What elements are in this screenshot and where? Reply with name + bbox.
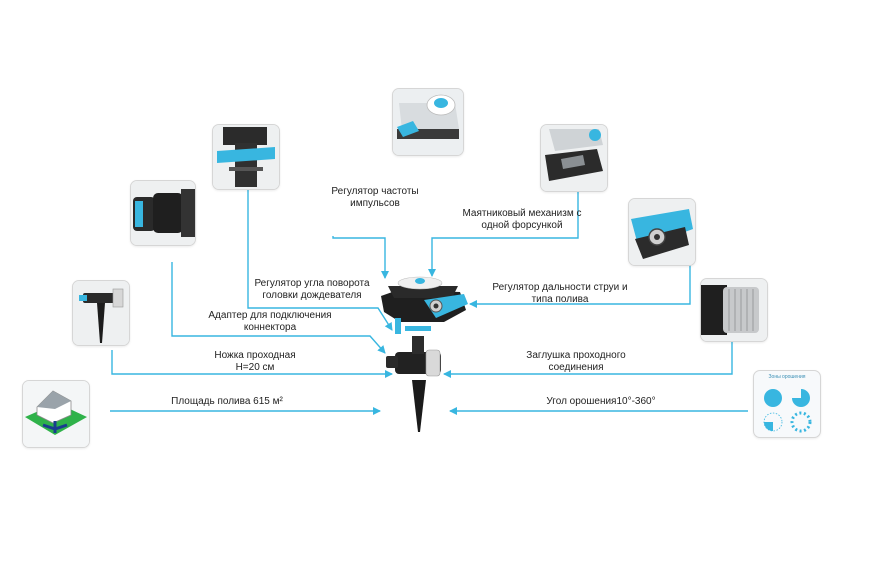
spike-stand-closeup-icon	[73, 281, 129, 345]
rotation-clip-closeup-icon	[213, 125, 279, 189]
label-rotation-angle: Регулятор угла поворота головки дождеват…	[254, 278, 370, 301]
pendulum-thumbnail	[540, 124, 608, 192]
connector-pendulum	[428, 190, 579, 277]
label-area: Площадь полива 615 м²	[171, 396, 283, 407]
angle-thumbnail: Зоны орошения	[753, 370, 821, 438]
impulse-sprinkler-image	[381, 276, 468, 432]
adapter-thumbnail	[130, 180, 196, 246]
label-plug: Заглушка проходного соединения	[526, 350, 626, 373]
hose-connector-closeup-icon	[131, 181, 195, 245]
house-lawn-illustration-icon	[23, 381, 89, 447]
label-spike: Ножка проходная Н=20 см	[214, 350, 296, 373]
connector-lines	[110, 190, 748, 415]
pendulum-mechanism-closeup-icon	[541, 125, 607, 191]
label-angle: Угол орошения10°-360°	[546, 396, 656, 407]
pulse-regulator-closeup-icon	[393, 89, 463, 155]
rotation-thumbnail	[212, 124, 280, 190]
frequency-thumbnail	[392, 88, 464, 156]
connector-frequency	[332, 236, 389, 279]
connector-jet-range	[469, 265, 691, 308]
zones-title: Зоны орошения	[768, 374, 806, 380]
plug-thumbnail	[700, 278, 768, 342]
jet-range-thumbnail	[628, 198, 696, 266]
plug-closeup-icon	[701, 279, 767, 341]
label-pendulum: Маятниковый механизм с одной форсункой	[462, 208, 582, 231]
spray-zones-illustration-icon	[763, 389, 812, 433]
label-frequency: Регулятор частоты импульсов	[331, 186, 419, 209]
connector-adapter	[171, 262, 386, 354]
connector-plug	[443, 340, 733, 378]
nozzle-closeup-icon	[629, 199, 695, 265]
area-thumbnail	[22, 380, 90, 448]
label-jet-range: Регулятор дальности струи и типа полива	[492, 282, 628, 305]
connector-spike	[111, 350, 393, 378]
label-adapter: Адаптер для подключения коннектора	[208, 310, 332, 333]
connector-rotation	[247, 190, 393, 331]
spike-thumbnail	[72, 280, 130, 346]
